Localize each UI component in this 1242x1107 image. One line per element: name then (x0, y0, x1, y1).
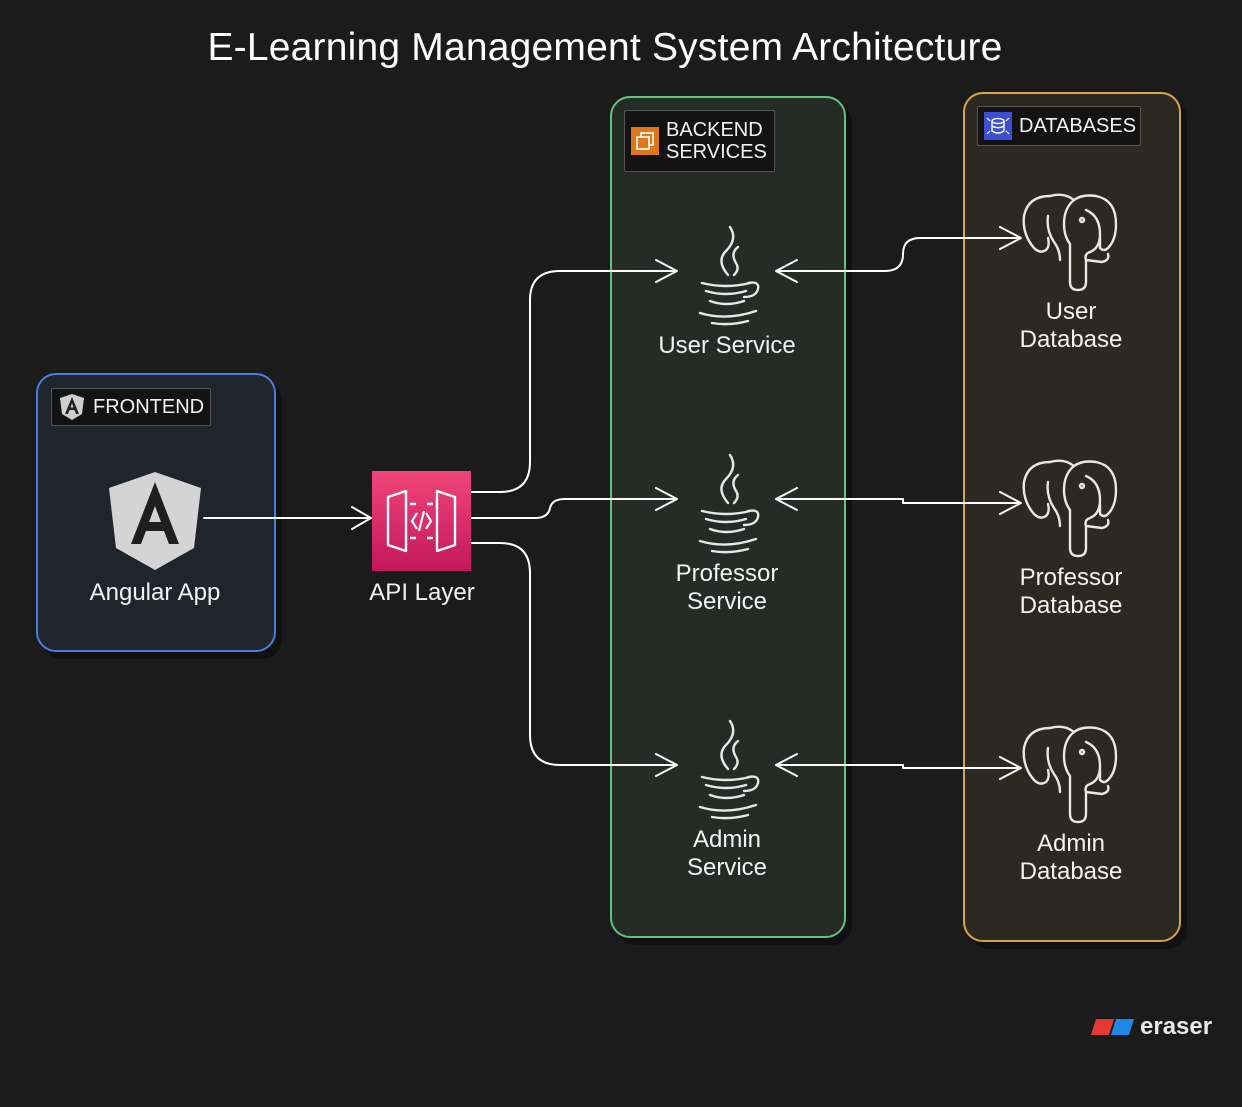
databases-tag-label: DATABASES (1019, 114, 1137, 137)
edge-user-service-user-db (776, 237, 1021, 272)
java-icon[interactable] (686, 223, 768, 332)
user-service-label: User Service (658, 332, 796, 359)
eraser-logo-icon (1090, 1018, 1136, 1036)
arrowhead-professor-db (999, 491, 1022, 515)
backend-services-tag-label: BACKEND SERVICES (666, 119, 767, 163)
arrowhead-admin-service (655, 753, 678, 777)
professor-database-label: Professor Database (1019, 564, 1123, 619)
user-database-label: User Database (1019, 298, 1123, 353)
diagram-title: E-Learning Management System Architectur… (207, 26, 1003, 69)
angular-icon[interactable] (106, 470, 204, 577)
eraser-watermark[interactable]: eraser (1090, 1013, 1212, 1041)
database-icon (983, 111, 1013, 141)
arrowhead-admin-db (999, 756, 1022, 780)
edge-api-to-admin-service (469, 542, 677, 766)
angular-app-label: Angular App (89, 579, 221, 606)
arrowhead-api (351, 506, 372, 530)
edge-professor-service-professor-db (776, 498, 1021, 504)
aws-ec2-icon (630, 126, 660, 156)
api-gateway-icon[interactable] (372, 471, 471, 576)
api-layer-label: API Layer (369, 579, 475, 606)
admin-database-label: Admin Database (1019, 830, 1123, 885)
backend-services-tag: BACKEND SERVICES (624, 110, 775, 172)
edge-api-to-professor-service (469, 498, 677, 519)
arrowhead-user-service (655, 259, 678, 283)
postgresql-icon[interactable] (1020, 190, 1120, 297)
arrowhead-professor-service (655, 487, 678, 511)
edge-admin-service-admin-db (776, 764, 1021, 769)
professor-service-label: Professor Service (675, 560, 779, 615)
postgresql-icon[interactable] (1020, 722, 1120, 829)
backend-tag-line2: SERVICES (666, 141, 767, 163)
arrowhead-admin-service-left (775, 753, 798, 777)
postgresql-icon[interactable] (1020, 456, 1120, 563)
databases-tag: DATABASES (977, 106, 1141, 146)
arrowhead-user-db (999, 226, 1022, 250)
frontend-tag-label: FRONTEND (93, 395, 205, 418)
angular-icon (57, 392, 87, 422)
java-icon[interactable] (686, 451, 768, 560)
admin-service-label: Admin Service (686, 826, 768, 881)
frontend-tag: FRONTEND (51, 388, 211, 426)
eraser-wordmark: eraser (1140, 1013, 1213, 1040)
java-icon[interactable] (686, 717, 768, 826)
backend-tag-line1: BACKEND (666, 119, 763, 141)
edge-api-to-user-service (469, 270, 677, 493)
arrowhead-user-service-left (775, 259, 798, 283)
databases-group[interactable] (963, 92, 1181, 942)
arrowhead-professor-service-left (775, 487, 798, 511)
